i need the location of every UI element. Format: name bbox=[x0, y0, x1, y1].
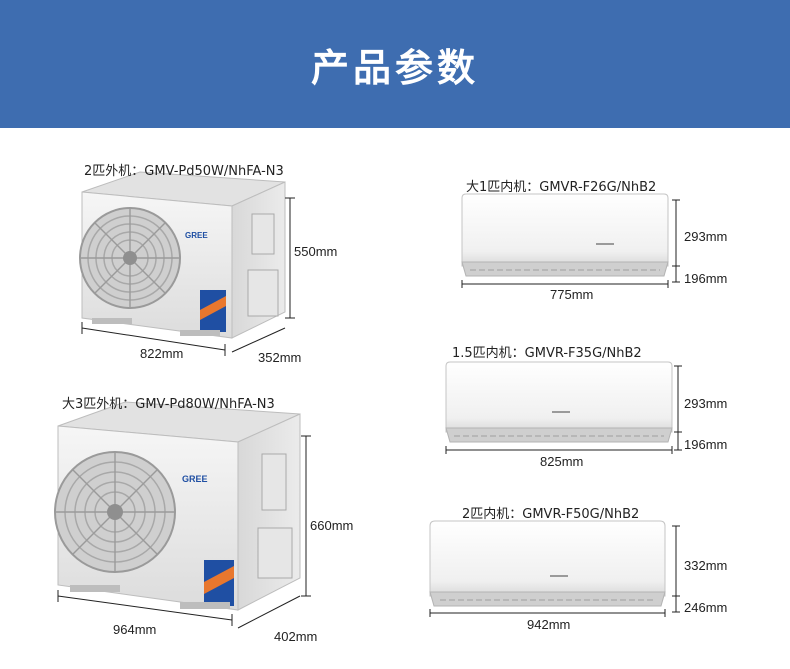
indoor-unit-3-depth: 246mm bbox=[684, 600, 728, 615]
brand-badge-icon bbox=[200, 290, 226, 332]
outdoor-unit-1-height: 550mm bbox=[294, 244, 338, 259]
indoor-unit-1-depth: 196mm bbox=[684, 271, 728, 286]
indoor-unit-1 bbox=[461, 193, 680, 288]
indoor-unit-3-label: 2匹内机：GMVR-F50G/NhB2 bbox=[462, 507, 640, 522]
outdoor-unit-1-depth: 352mm bbox=[258, 350, 302, 365]
indoor-unit-3-height: 332mm bbox=[684, 558, 728, 573]
outdoor-unit-2-depth: 402mm bbox=[274, 629, 318, 644]
indoor-unit-3 bbox=[429, 520, 680, 617]
indoor-unit-1-label: 大1匹内机：GMVR-F26G/NhB2 bbox=[466, 180, 657, 195]
outdoor-unit-2-label: 大3匹外机：GMV-Pd80W/NhFA-N3 bbox=[62, 397, 275, 412]
indoor-unit-2-label: 1.5匹内机：GMVR-F35G/NhB2 bbox=[452, 346, 642, 361]
outdoor-unit-2: GREE bbox=[54, 401, 311, 629]
fan-grille-icon bbox=[79, 207, 181, 309]
outdoor-unit-1: GREE bbox=[79, 171, 295, 356]
indoor-unit-3-width: 942mm bbox=[527, 617, 571, 632]
brand-badge-icon bbox=[204, 560, 234, 606]
indoor-unit-1-width: 775mm bbox=[550, 287, 594, 302]
brand-logo-text: GREE bbox=[185, 231, 208, 240]
indoor-unit-2-depth: 196mm bbox=[684, 437, 728, 452]
outdoor-unit-1-label: 2匹外机：GMV-Pd50W/NhFA-N3 bbox=[84, 164, 284, 179]
outdoor-unit-1-width: 822mm bbox=[140, 346, 184, 361]
indoor-unit-2-width: 825mm bbox=[540, 454, 584, 469]
header-banner: 产品参数 bbox=[0, 0, 790, 128]
dimension-lines-outdoor-1 bbox=[81, 197, 295, 356]
brand-logo-text: GREE bbox=[182, 474, 208, 484]
outdoor-unit-2-width: 964mm bbox=[113, 622, 157, 637]
indoor-unit-2-height: 293mm bbox=[684, 396, 728, 411]
page-title: 产品参数 bbox=[310, 45, 479, 90]
indoor-unit-2 bbox=[445, 361, 682, 454]
dimension-lines-outdoor-2 bbox=[57, 435, 311, 629]
fan-grille-icon bbox=[54, 451, 176, 573]
indoor-unit-1-height: 293mm bbox=[684, 229, 728, 244]
outdoor-unit-2-height: 660mm bbox=[310, 518, 354, 533]
